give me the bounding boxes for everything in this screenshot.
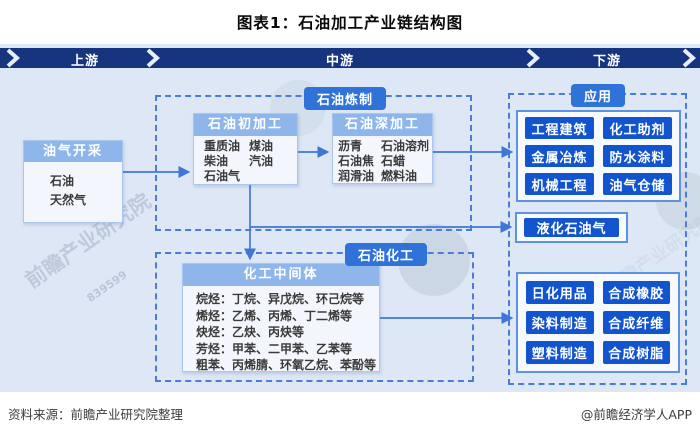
item-petroleum-coke: 石油焦	[338, 154, 375, 168]
band-label-downstream: 下游	[592, 54, 622, 69]
petrochemical-dashed-group	[155, 252, 474, 382]
item-diesel: 柴油	[204, 154, 229, 168]
deep-col1: 沥青 石油焦 润滑油	[338, 139, 374, 184]
stage-band: 上游 中游 下游	[0, 48, 700, 69]
band-label-midstream: 中游	[325, 54, 355, 69]
primary-processing-items: 重质油 柴油 石油气 煤油 汽油	[194, 136, 297, 184]
app-btn-metal-smelting: 金属冶炼	[525, 145, 594, 167]
credit-badge: @前瞻经济学人APP	[580, 407, 692, 422]
item-lubricant: 润滑油	[338, 169, 375, 183]
item-natural-gas: 天然气	[50, 193, 87, 207]
app-btn-oil-gas-storage: 油气仓储	[603, 173, 672, 195]
app-btn-synthetic-resin: 合成树脂	[602, 341, 670, 364]
primary-processing-header: 石油初加工	[194, 114, 297, 136]
oil-gas-extraction-items: 石油 天然气	[24, 162, 122, 210]
app-btn-waterproof-coating: 防水涂料	[603, 145, 672, 167]
item-asphalt: 沥青	[338, 139, 363, 153]
item-crude-oil: 石油	[50, 174, 75, 188]
app-btn-plastic-manufacturing: 塑料制造	[526, 341, 594, 364]
petrochemical-group-label: 石油化工	[344, 243, 428, 266]
application-group-label: 应用	[570, 84, 626, 107]
line-alkynes: 炔烃：乙炔、丙炔等	[196, 325, 305, 339]
primary-processing-box: 石油初加工 重质油 柴油 石油气 煤油 汽油	[193, 113, 298, 185]
application-button-group-1: 工程建筑 化工助剂 金属冶炼 防水涂料 机械工程 油气仓储	[516, 110, 681, 202]
primary-col1: 重质油 柴油 石油气	[204, 139, 240, 184]
oil-gas-extraction-header: 油气开采	[24, 141, 122, 162]
line-aromatics: 芳烃：甲苯、二甲苯、乙苯等	[196, 341, 353, 356]
chemical-intermediates-lines: 烷烃：丁烷、异戊烷、环己烷等 烯烃：乙烯、丙烯、丁二烯等 炔烃：乙炔、丙炔等 芳…	[183, 286, 379, 374]
band-chevron-marks	[6, 48, 697, 68]
item-kerosene: 煤油	[249, 139, 274, 153]
line-alkenes: 烯烃：乙烯、丙烯、丁二烯等	[196, 308, 353, 323]
app-btn-engineering-construction: 工程建筑	[525, 117, 594, 139]
chemical-intermediates-header: 化工中间体	[183, 264, 379, 286]
refining-group-label: 石油炼制	[303, 87, 387, 110]
app-btn-chemical-additives: 化工助剂	[603, 117, 672, 139]
app-btn-mechanical-engineering: 机械工程	[525, 173, 594, 195]
chemical-intermediates-box: 化工中间体 烷烃：丁烷、异戊烷、环己烷等 烯烃：乙烯、丙烯、丁二烯等 炔烃：乙炔…	[182, 263, 380, 372]
item-fuel-oil: 燃料油	[381, 169, 418, 183]
line-others: 粗苯、丙烯腈、环氧乙烷、苯酚等	[196, 358, 377, 372]
item-gasoline: 汽油	[249, 154, 274, 168]
item-petroleum-solvent: 石油溶剂	[381, 139, 430, 153]
item-petroleum-gas: 石油气	[204, 169, 241, 183]
app-btn-dye-manufacturing: 染料制造	[526, 311, 594, 334]
deep-col2: 石油溶剂 石蜡 燃料油	[381, 139, 429, 184]
band-label-upstream: 上游	[70, 54, 100, 69]
primary-col2: 煤油 汽油	[249, 139, 273, 184]
deep-processing-header: 石油深加工	[333, 114, 432, 136]
app-btn-lpg: 液化石油气	[524, 218, 619, 237]
app-btn-synthetic-fiber: 合成纤维	[602, 311, 670, 334]
figure-title: 图表1：石油加工产业链结构图	[236, 14, 464, 32]
lpg-container: 液化石油气	[515, 212, 628, 243]
line-alkanes: 烷烃：丁烷、异戊烷、环己烷等	[196, 292, 365, 306]
item-paraffin: 石蜡	[381, 154, 406, 168]
app-btn-daily-chemicals: 日化用品	[526, 281, 594, 304]
app-btn-synthetic-rubber: 合成橡胶	[602, 281, 670, 304]
deep-processing-items: 沥青 石油焦 润滑油 石油溶剂 石蜡 燃料油	[333, 136, 432, 184]
source-note: 资料来源：前瞻产业研究院整理	[8, 407, 184, 422]
deep-processing-box: 石油深加工 沥青 石油焦 润滑油 石油溶剂 石蜡 燃料油	[332, 113, 433, 184]
item-heavy-oil: 重质油	[204, 139, 241, 153]
application-button-group-2: 日化用品 合成橡胶 染料制造 合成纤维 塑料制造 合成树脂	[516, 272, 680, 373]
oil-gas-extraction-box: 油气开采 石油 天然气	[23, 140, 123, 223]
